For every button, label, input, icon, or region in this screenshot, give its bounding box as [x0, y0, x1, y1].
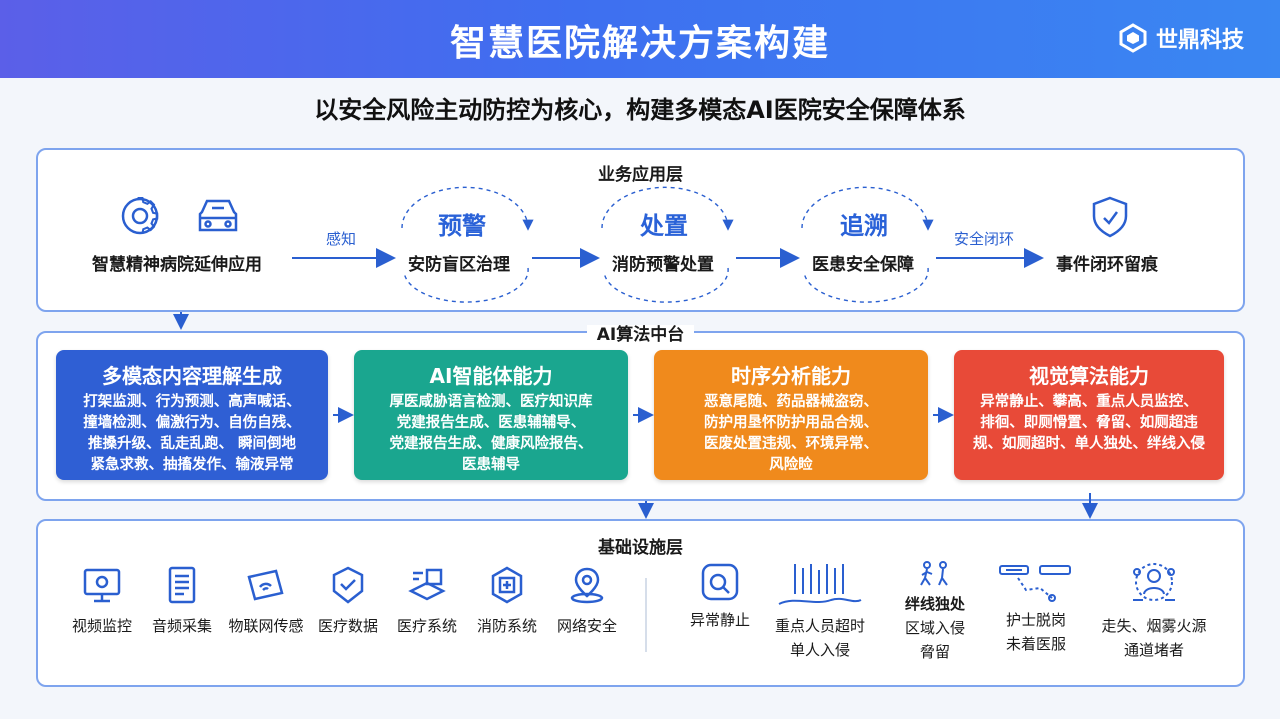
risk-item-tripwire: 绊线独处 区域入侵 脅留	[875, 560, 995, 664]
risk-item-still: 异常静止	[660, 560, 780, 632]
card-line: 医患辅导	[462, 457, 520, 473]
fire-system-icon	[491, 566, 523, 604]
page-title: 智慧医院解决方案构建	[449, 23, 830, 64]
ai-card-vision: 视觉算法能力 异常静止、攀高、重点人员监控、 排徊、即厕愲置、脅留、如厕超违 规…	[954, 350, 1224, 480]
ai-card-multimodal: 多模态内容理解生成 打架监测、行为预测、高声喊话、 撞墙检测、偏激行为、自伤自残…	[56, 350, 328, 480]
risk-item-intrusion: 重点人员超时 单人入侵	[760, 560, 880, 662]
infra-layer-label: 基础设施层	[598, 538, 683, 558]
audio-doc-icon	[168, 566, 196, 604]
card-line: 医废处置违规、环境异常、	[704, 436, 878, 452]
risk-label-line: 通道堵者	[1123, 641, 1184, 659]
card-line: 厚医咸胁语言检测、医疗知识库	[389, 394, 593, 410]
medical-data-icon	[332, 566, 364, 604]
shield-icon	[1092, 196, 1128, 238]
brand-logo: 世鼎科技	[1118, 22, 1244, 54]
logo-text: 世鼎科技	[1155, 28, 1244, 53]
ai-card-timeseries: 时序分析能力 恶意尾随、药品器械盗窃、 防护用垦怀防护用品合规、 医废处置违规、…	[654, 350, 928, 480]
monitor-icon	[83, 568, 121, 603]
infra-layer-panel: 基础设施层	[36, 519, 1245, 687]
medical-system-icon	[408, 568, 446, 601]
infra-label: 医疗数据	[317, 617, 378, 635]
still-camera-icon	[701, 563, 739, 601]
card-line: 党建报告生成、健康风险报告、	[389, 436, 593, 452]
risk-label-line: 单人入侵	[789, 641, 850, 659]
car-icon	[198, 199, 238, 232]
infra-label: 网络安全	[556, 617, 617, 635]
risk-label-line: 脅留	[919, 643, 950, 661]
risk-label-line: 区域入侵	[904, 619, 965, 637]
card-title: 视觉算法能力	[1029, 364, 1149, 388]
ai-layer-label: AI算法中台	[586, 325, 695, 345]
card-line: 党建报告生成、医患辅辅导、	[396, 415, 586, 431]
tripwire-icon	[920, 561, 948, 586]
card-title: 时序分析能力	[731, 364, 851, 388]
card-line: 打架监测、行为预测、高声喊话、	[83, 394, 301, 410]
gear-icon	[121, 197, 159, 235]
intrusion-icon	[778, 564, 862, 605]
business-layer-panel: 业务应用层	[36, 148, 1245, 312]
infra-item-fire: 消防系统	[467, 565, 547, 636]
risk-label-line: 护士脱岗	[1005, 611, 1066, 629]
card-title: AI智能体能力	[429, 364, 553, 388]
risk-item-smoke: 走失、烟雾火源 通道堵者	[1094, 560, 1214, 662]
infra-item-audio: 音频采集	[142, 565, 222, 636]
card-title: 多模态内容理解生成	[102, 364, 282, 388]
risk-label-line: 重点人员超时	[774, 617, 865, 635]
edge-perceive-label: 感知	[326, 230, 357, 248]
cycle-3-word: 追溯	[840, 212, 888, 240]
risk-label-line: 走失、烟雾火源	[1101, 617, 1207, 635]
infra-label: 音频采集	[151, 617, 212, 635]
cycle-ellipse-1	[401, 186, 534, 303]
nurse-absence-icon	[999, 565, 1071, 602]
cycle-2-word: 处置	[640, 212, 688, 240]
location-security-icon	[570, 567, 604, 604]
infra-label: 物联网传感	[228, 617, 304, 635]
end-node-label: 事件闭环留痕	[1056, 255, 1158, 275]
card-line: 紧急求救、抽搐发作、输液异常	[90, 457, 294, 473]
infra-label: 视频监控	[71, 617, 132, 635]
infra-label: 消防系统	[476, 617, 537, 635]
card-body: 厚医咸胁语言检测、医疗知识库 党建报告生成、医患辅辅导、 党建报告生成、健康风险…	[354, 392, 628, 476]
cycle-3-label: 医患安全保障	[812, 255, 914, 275]
ai-card-agent: AI智能体能力 厚医咸胁语言检测、医疗知识库 党建报告生成、医患辅辅导、 党建报…	[354, 350, 628, 480]
risk-item-nurse: 护士脱岗 未着医服	[976, 560, 1096, 656]
smoke-lost-icon	[1133, 563, 1175, 601]
card-line: 推搡升级、乱走乱跑、 瞬间倒地	[87, 436, 297, 452]
infra-item-iot: 物联网传感	[226, 565, 306, 636]
risk-top-label: 绊线独处	[904, 595, 965, 613]
card-line: 异常静止、攀高、重点人员监控、	[980, 394, 1198, 410]
infra-item-medical-system: 医疗系统	[387, 565, 467, 636]
card-line: 排徊、即厕愲置、脅留、如厕超违	[980, 415, 1198, 431]
card-body: 恶意尾随、药品器械盗窃、 防护用垦怀防护用品合规、 医废处置违规、环境异常、 风…	[654, 392, 928, 476]
risk-label-line: 异常静止	[689, 611, 750, 629]
card-body: 打架监测、行为预测、高声喊话、 撞墙检测、偏激行为、自伤自残、 推搡升级、乱走乱…	[56, 392, 328, 476]
risk-label-line: 未着医服	[1005, 635, 1066, 653]
card-line: 撞墙检测、偏激行为、自伤自残、	[83, 415, 301, 431]
header-bar: 智慧医院解决方案构建 世鼎科技	[0, 0, 1280, 78]
infra-item-video: 视频监控	[62, 565, 142, 636]
subtitle: 以安全风险主动防控为核心，构建多模态AI医院安全保障体系	[314, 96, 966, 124]
iot-card-icon	[247, 569, 284, 601]
business-layer-label: 业务应用层	[598, 165, 683, 185]
card-line: 风险睑	[769, 457, 813, 473]
card-body: 异常静止、攀高、重点人员监控、 排徊、即厕愲置、脅留、如厕超违 规、如厕超时、单…	[954, 392, 1224, 455]
card-line: 防护用垦怀防护用品合规、	[704, 415, 878, 431]
logo-icon	[1119, 23, 1147, 53]
infra-label: 医疗系统	[396, 617, 457, 635]
ai-layer-label-wrap: AI算法中台	[38, 320, 1243, 345]
card-line: 恶意尾随、药品器械盗窃、	[704, 394, 878, 410]
cycle-1-word: 预警	[438, 212, 486, 240]
cycle-ellipse-2	[601, 186, 734, 303]
infra-item-medical-data: 医疗数据	[308, 565, 388, 636]
infra-item-network: 网络安全	[547, 565, 627, 636]
cycle-ellipse-3	[801, 186, 934, 303]
cycle-2-label: 消防预警处置	[612, 255, 714, 275]
cycle-1-label: 安防盲区治理	[408, 255, 510, 275]
edge-loop-label: 安全闭环	[954, 230, 1015, 248]
source-node-label: 智慧精神病院延伸应用	[92, 255, 262, 275]
card-line: 规、如厕超时、单人独处、绊线入侵	[973, 436, 1205, 452]
